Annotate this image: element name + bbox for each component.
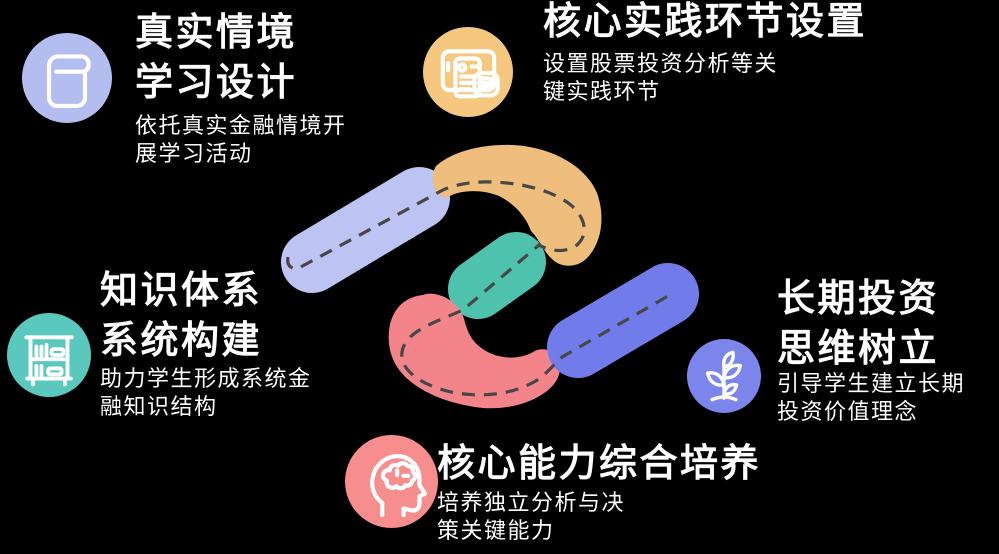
title-line: 知识体系 bbox=[100, 268, 263, 312]
title-line: 思维树立 bbox=[777, 326, 940, 370]
desc-line: 投资价值理念 bbox=[777, 400, 919, 425]
brain-head-icon bbox=[345, 435, 438, 528]
tablet-certificate-icon bbox=[423, 27, 513, 117]
badge-circle bbox=[423, 27, 513, 117]
block-description: 培养独立分析与决 策关键能力 bbox=[437, 490, 625, 546]
plant-icon bbox=[687, 339, 761, 413]
desc-line: 展学习活动 bbox=[135, 142, 253, 167]
book-icon bbox=[22, 33, 112, 123]
title-line: 真实情境 bbox=[135, 10, 298, 54]
block-description: 助力学生形成系统金 融知识结构 bbox=[100, 366, 312, 422]
desc-line: 培养独立分析与决 bbox=[437, 491, 626, 516]
title-line: 学习设计 bbox=[135, 60, 298, 104]
desc-line: 助力学生形成系统金 bbox=[100, 367, 312, 392]
block-title: 核心实践环节设置 bbox=[543, 0, 867, 46]
desc-line: 设置股票投资分析等关 bbox=[543, 52, 779, 77]
block-title: 核心能力综合培养 bbox=[437, 438, 761, 488]
core-practice-badge bbox=[423, 27, 513, 117]
badge-circle bbox=[22, 33, 112, 123]
desc-line: 引导学生建立长期 bbox=[777, 372, 966, 397]
desc-line: 依托真实金融情境开 bbox=[135, 114, 347, 139]
title-line: 核心能力综合培养 bbox=[437, 441, 762, 485]
block-description: 设置股票投资分析等关 键实践环节 bbox=[543, 51, 778, 107]
title-line: 系统构建 bbox=[100, 318, 263, 362]
longterm-investment-badge bbox=[687, 339, 761, 413]
block-title: 真实情境 学习设计 bbox=[135, 7, 297, 107]
bookshelf-icon bbox=[7, 313, 91, 397]
desc-line: 融知识结构 bbox=[100, 395, 218, 420]
desc-line: 键实践环节 bbox=[543, 80, 661, 105]
desc-line: 策关键能力 bbox=[437, 519, 555, 544]
title-line: 长期投资 bbox=[777, 276, 940, 320]
badge-circle bbox=[7, 313, 91, 397]
block-description: 引导学生建立长期 投资价值理念 bbox=[777, 371, 965, 427]
badge-circle bbox=[345, 435, 438, 528]
teal-bar-shape bbox=[448, 232, 546, 319]
title-line: 核心实践环节设置 bbox=[543, 0, 868, 43]
yellow-crescent-shape bbox=[432, 144, 602, 266]
dashed-route-line bbox=[286, 180, 669, 397]
core-ability-badge bbox=[345, 435, 438, 528]
authentic-context-badge bbox=[22, 33, 112, 123]
knowledge-system-badge bbox=[7, 313, 91, 397]
block-title: 知识体系 系统构建 bbox=[100, 265, 262, 365]
block-title: 长期投资 思维树立 bbox=[777, 273, 939, 373]
block-description: 依托真实金融情境开 展学习活动 bbox=[135, 113, 347, 169]
